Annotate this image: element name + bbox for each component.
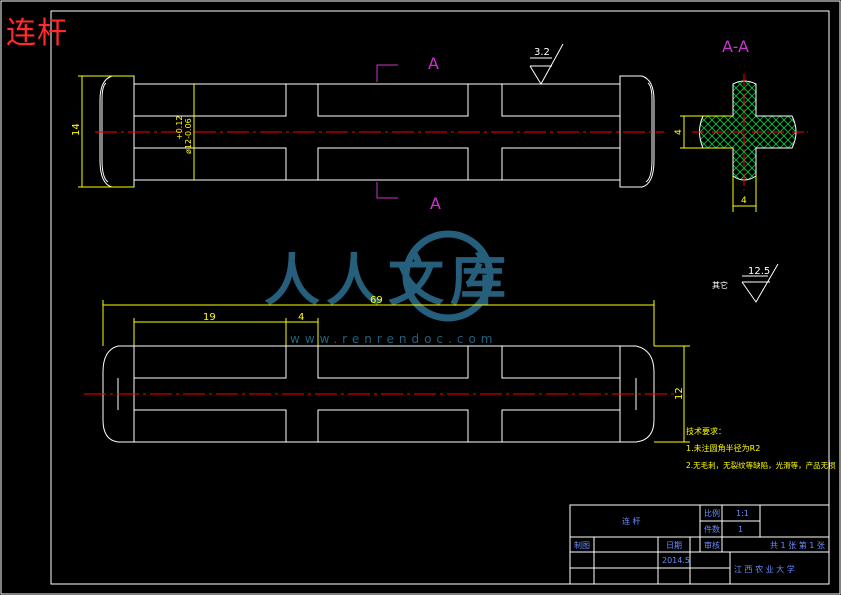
notes-line1: 1.未注圆角半径为R2 xyxy=(686,443,760,453)
top-dimensions xyxy=(78,75,195,188)
roughness-top-value: 3.2 xyxy=(534,47,550,58)
tb-date: 2014.5 xyxy=(662,556,690,565)
dim-seg2: 4 xyxy=(298,312,304,323)
dim-tolerance-upper: +0.12 xyxy=(175,115,184,140)
top-view xyxy=(99,75,655,188)
section-mark-top: A xyxy=(428,54,439,73)
section-cut-markers xyxy=(376,64,398,199)
cross-section xyxy=(699,80,797,181)
tb-scale: 1:1 xyxy=(736,509,749,518)
tb-designer-label: 制图 xyxy=(574,540,590,550)
inner-frame xyxy=(50,10,830,585)
dim-section-h: 4 xyxy=(674,129,684,135)
bottom-dimensions xyxy=(102,300,690,443)
tb-qty-label: 件数 xyxy=(704,524,720,534)
tb-school: 江 西 农 业 大 学 xyxy=(734,564,795,574)
tb-qty: 1 xyxy=(738,525,743,534)
dim-height-top: 14 xyxy=(71,123,82,136)
roughness-symbol-other xyxy=(741,263,779,303)
roughness-other-value: 12.5 xyxy=(748,266,770,277)
notes-line2: 2.无毛刺，无裂纹等缺陷，光滑等，产品无损 xyxy=(686,460,836,470)
watermark: 人人文库 www.renrendoc.com xyxy=(264,230,512,346)
tb-date-label: 日期 xyxy=(666,541,682,550)
tb-scale-label: 比例 xyxy=(704,508,720,518)
dim-length: 69 xyxy=(370,295,383,306)
dim-seg1: 19 xyxy=(203,312,216,323)
section-mark-bottom: A xyxy=(430,194,441,213)
dim-section-w: 4 xyxy=(741,196,747,206)
tb-drawing-no: 共 1 张 第 1 张 xyxy=(770,540,825,550)
notes-heading: 技术要求： xyxy=(686,426,726,436)
dim-height-bottom: 12 xyxy=(674,387,685,400)
drawing-title: 连杆 xyxy=(6,16,68,51)
roughness-other-prefix: 其它 xyxy=(712,280,728,290)
title-block xyxy=(569,504,830,585)
bottom-view xyxy=(102,345,655,443)
tb-check-label: 审核 xyxy=(704,540,720,550)
roughness-symbol-top xyxy=(529,43,564,85)
watermark-text: 人人文库 xyxy=(264,249,512,314)
watermark-url: www.renrendoc.com xyxy=(290,332,497,346)
tb-part-name: 连 杆 xyxy=(622,516,641,526)
section-dimensions xyxy=(680,115,757,212)
dim-tolerance-main: ø12-0.06 xyxy=(184,118,193,154)
section-title: A-A xyxy=(722,37,749,56)
